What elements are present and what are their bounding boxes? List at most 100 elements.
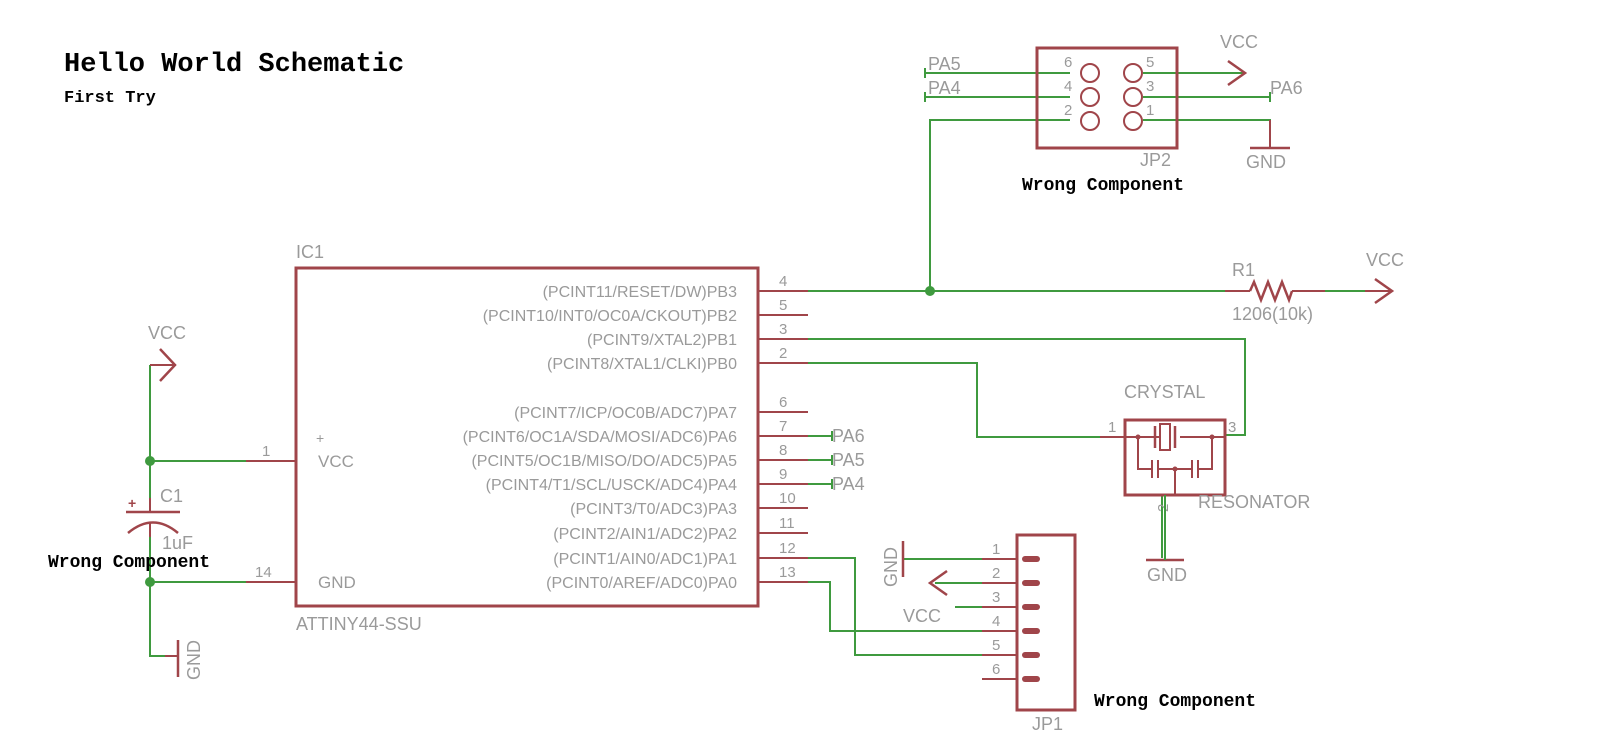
net-jp2-gnd [1143,119,1271,128]
jp1-pad [1022,556,1040,562]
net-label-pa6: PA6 [832,426,865,446]
jp2-pin-3: 3 [1146,78,1154,95]
ic1-pin-name-gnd: GND [318,573,356,592]
c1-polarity-mark: + [128,495,136,511]
ic1-pin-num-4: 4 [779,273,787,290]
ic1-pin-num-5: 5 [779,297,787,314]
ic1-pin-name: (PCINT7/ICP/OC0B/ADC7)PA7 [514,405,737,422]
gnd-label-jp1: GND [881,547,901,587]
r1-component[interactable]: R1 1206(10k) [1225,260,1325,324]
jp1-pins: 1 2 3 4 5 6 [982,541,1040,682]
jp1-pin-num: 6 [992,661,1000,678]
crystal-internal-wire [1198,437,1213,470]
jp2-body [1035,46,1179,150]
jp1-pin-num: 2 [992,565,1000,582]
crystal-quartz-icon [1159,423,1171,451]
net-pa0-jp1 [808,581,982,632]
net-vcc-left [149,365,246,462]
jp2-pin-1: 1 [1146,102,1154,119]
vcc-symbol-r1: VCC [1365,250,1404,305]
c1-value-label: 1uF [162,533,193,553]
net-wires [145,72,1380,657]
vcc-arrow-icon [927,569,948,597]
ic1-pin-num-3: 3 [779,321,787,338]
ic1-pin-name: (PCINT1/AIN0/ADC1)PA1 [553,551,737,568]
r1-value-label: 1206(10k) [1232,304,1313,324]
jp1-pin-num: 3 [992,589,1000,606]
crystal-ref-label: CRYSTAL [1124,382,1205,402]
vcc-label-r1: VCC [1366,250,1404,270]
annotation-wrong-component-jp1: Wrong Component [1094,692,1256,712]
ic1-pin-num-13: 13 [779,564,796,581]
jp2-net-label-pa4: PA4 [928,78,961,98]
ic1-pin-num-9: 9 [779,466,787,483]
net-label-pa4: PA4 [832,474,865,494]
jp2-pad-5 [1123,63,1143,83]
crystal-pin-3: 3 [1228,419,1236,436]
jp2-pad-3 [1123,87,1143,107]
jp1-pad [1022,628,1040,634]
crystal-pin-2: 2 [1155,504,1172,512]
ic1-pin-num-6: 6 [779,394,787,411]
ic1-ref-label: IC1 [296,242,324,262]
ic1-value-label: ATTINY44-SSU [296,614,422,634]
ic1-pin-name: (PCINT0/AREF/ADC0)PA0 [546,575,737,592]
ic1-vcc-plus-mark: + [316,430,324,446]
junction-gnd [145,577,155,587]
annotation-wrong-component-jp2: Wrong Component [1022,176,1184,196]
ic1-pin-num-11: 11 [779,515,795,532]
jp2-net-label-pa6: PA6 [1270,78,1303,98]
jp2-pad-4 [1080,87,1100,107]
jp2-pin-6: 6 [1064,54,1072,71]
ic1-pin-name: (PCINT9/XTAL2)PB1 [587,332,737,349]
ic1-pin-num-2: 2 [779,345,787,362]
net-xtal1 [808,362,1100,438]
ic1-pin-name: (PCINT3/T0/ADC3)PA3 [570,501,737,518]
gnd-label-left: GND [184,640,204,680]
gnd-symbol-left: GND [165,640,204,680]
jp2-pad-2 [1080,111,1100,131]
ic1-right-pins: 4(PCINT11/RESET/DW)PB35(PCINT10/INT0/OC0… [463,273,808,592]
c1-component[interactable]: + C1 1uF [126,486,193,553]
vcc-symbol-left: VCC [148,323,186,382]
jp2-net-label-pa5: PA5 [928,54,961,74]
c1-ref-label: C1 [160,486,183,506]
gnd-symbol-jp2: GND [1246,120,1290,172]
ic1-pin-num-14: 14 [255,564,272,581]
ic1-pin-name: (PCINT11/RESET/DW)PB3 [543,284,738,301]
ic1-pin-name: (PCINT5/OC1B/MISO/DO/ADC5)PA5 [471,453,737,470]
jp1-pad [1022,652,1040,658]
jp2-pin-5: 5 [1146,54,1154,71]
vcc-label-left: VCC [148,323,186,343]
crystal-internal-wire [1137,437,1152,470]
jp1-ref-label: JP1 [1032,714,1063,734]
net-xtal2 [808,338,1246,436]
ic1-pin-name: (PCINT8/XTAL1/CLKI)PB0 [547,356,737,373]
jp2-pin-2: 2 [1064,102,1072,119]
ic1-pin-name-vcc: VCC [318,452,354,471]
jp1-pin-num: 5 [992,637,1000,654]
schematic-title: Hello World Schematic [64,50,404,80]
jp1-component[interactable]: 1 2 3 4 5 6 JP1 [982,533,1077,734]
ic1-pin-name: (PCINT2/AIN1/ADC2)PA2 [553,526,737,543]
schematic-subtitle: First Try [64,89,156,108]
c1-plate-negative [127,521,179,534]
vcc-symbol-jp1-arrow [927,569,948,597]
crystal-node [1135,434,1141,440]
jp1-pad [1022,580,1040,586]
ic1-component[interactable]: IC1 ATTINY44-SSU 1 + VCC 14 GND 4(PCINT1… [246,242,808,634]
jp1-body [1015,533,1077,712]
junction-reset [925,286,935,296]
ic1-pin-num-8: 8 [779,442,787,459]
jp2-component[interactable]: 6 5 4 3 2 1 JP2 [1035,46,1179,170]
vcc-label-jp2: VCC [1220,32,1258,52]
gnd-symbol-crystal: GND [1146,495,1187,585]
jp1-pin-num: 4 [992,613,1000,630]
net-pa1-jp1 [808,557,982,656]
net-reset-to-jp2 [929,119,1070,291]
ic1-pin-num-10: 10 [779,490,796,507]
gnd-label-jp2: GND [1246,152,1286,172]
jp2-ref-label: JP2 [1140,150,1171,170]
jp1-pin-num: 1 [992,541,1000,558]
crystal-component[interactable]: CRYSTAL 1 2 3 RESONATOR [1100,382,1310,512]
